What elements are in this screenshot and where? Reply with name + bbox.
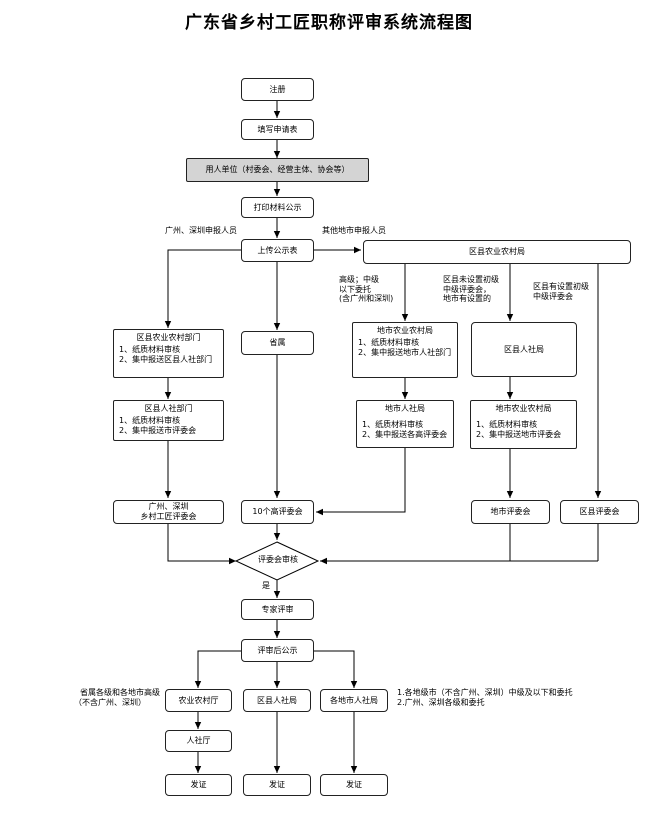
label-gz-sz-applicants: 广州、深圳申报人员 [165, 226, 237, 235]
node-city-agri-bureau-2[interactable]: 地市农业农村局 1、纸质材料审核 2、集中报送地市评委会 [470, 400, 577, 449]
node-committee-review[interactable]: 评委会审核 [258, 555, 298, 564]
node-city-hr-bureau[interactable]: 地市人社局 1、纸质材料审核 2、集中报送各高评委会 [356, 400, 454, 448]
node-issue-cert-1[interactable]: 发证 [165, 774, 232, 796]
node-province-direct[interactable]: 省属 [241, 331, 314, 355]
node-gz-sz-committee[interactable]: 广州、深圳 乡村工匠评委会 [113, 500, 224, 524]
node-post-review-publicity[interactable]: 评审后公示 [241, 639, 314, 662]
node-expert-review[interactable]: 专家评审 [241, 599, 314, 620]
label-yes: 是 [262, 581, 270, 590]
node-county-agri-bureau[interactable]: 区县农业农村局 [363, 240, 631, 264]
node-county-committee[interactable]: 区县评委会 [560, 500, 639, 524]
decision-diamond [234, 541, 320, 581]
node-prov-agri-dept[interactable]: 农业农村厅 [165, 689, 232, 712]
node-city-committee[interactable]: 地市评委会 [471, 500, 550, 524]
node-prov-hr-dept[interactable]: 人社厅 [165, 730, 232, 752]
node-county-agri-dept[interactable]: 区县农业农村部门 1、纸质材料审核 2、集中报送区县人社部门 [113, 329, 224, 378]
node-issue-cert-2[interactable]: 发证 [243, 774, 311, 796]
node-print-publicity[interactable]: 打印材料公示 [241, 197, 314, 218]
node-city-agri-bureau[interactable]: 地市农业农村局 1、纸质材料审核 2、集中报送地市人社部门 [352, 322, 458, 378]
label-has-junior-committee: 区县有设置初级中级评委会 [533, 282, 589, 301]
node-upload-publicity[interactable]: 上传公示表 [241, 239, 314, 262]
node-issue-cert-3[interactable]: 发证 [320, 774, 388, 796]
page-title: 广东省乡村工匠职称评审系统流程图 [185, 13, 473, 33]
node-county-hr-bureau[interactable]: 区县人社局 [243, 689, 311, 712]
node-county-hr-dept[interactable]: 区县人社部门 1、纸质材料审核 2、集中报送市评委会 [113, 400, 224, 441]
label-no-junior-committee: 区县未设置初级中级评委会，地市有设置的 [443, 275, 499, 304]
node-employer[interactable]: 用人单位（村委会、经营主体、协会等） [186, 158, 369, 182]
node-ten-senior-committees[interactable]: 10个高评委会 [241, 500, 314, 524]
node-city-hr-bureaus[interactable]: 各地市人社局 [320, 689, 388, 712]
node-fill-form[interactable]: 填写申请表 [241, 119, 314, 140]
label-senior-mid: 高级；中级以下委托(含广州和深圳) [339, 275, 394, 304]
label-prov-note: 省属各级和各地市高级（不含广州、深圳） [74, 688, 160, 707]
label-other-city-applicants: 其他地市申报人员 [322, 226, 386, 235]
node-register[interactable]: 注册 [241, 78, 314, 101]
node-county-hr-bureau-mid[interactable]: 区县人社局 [471, 322, 577, 377]
